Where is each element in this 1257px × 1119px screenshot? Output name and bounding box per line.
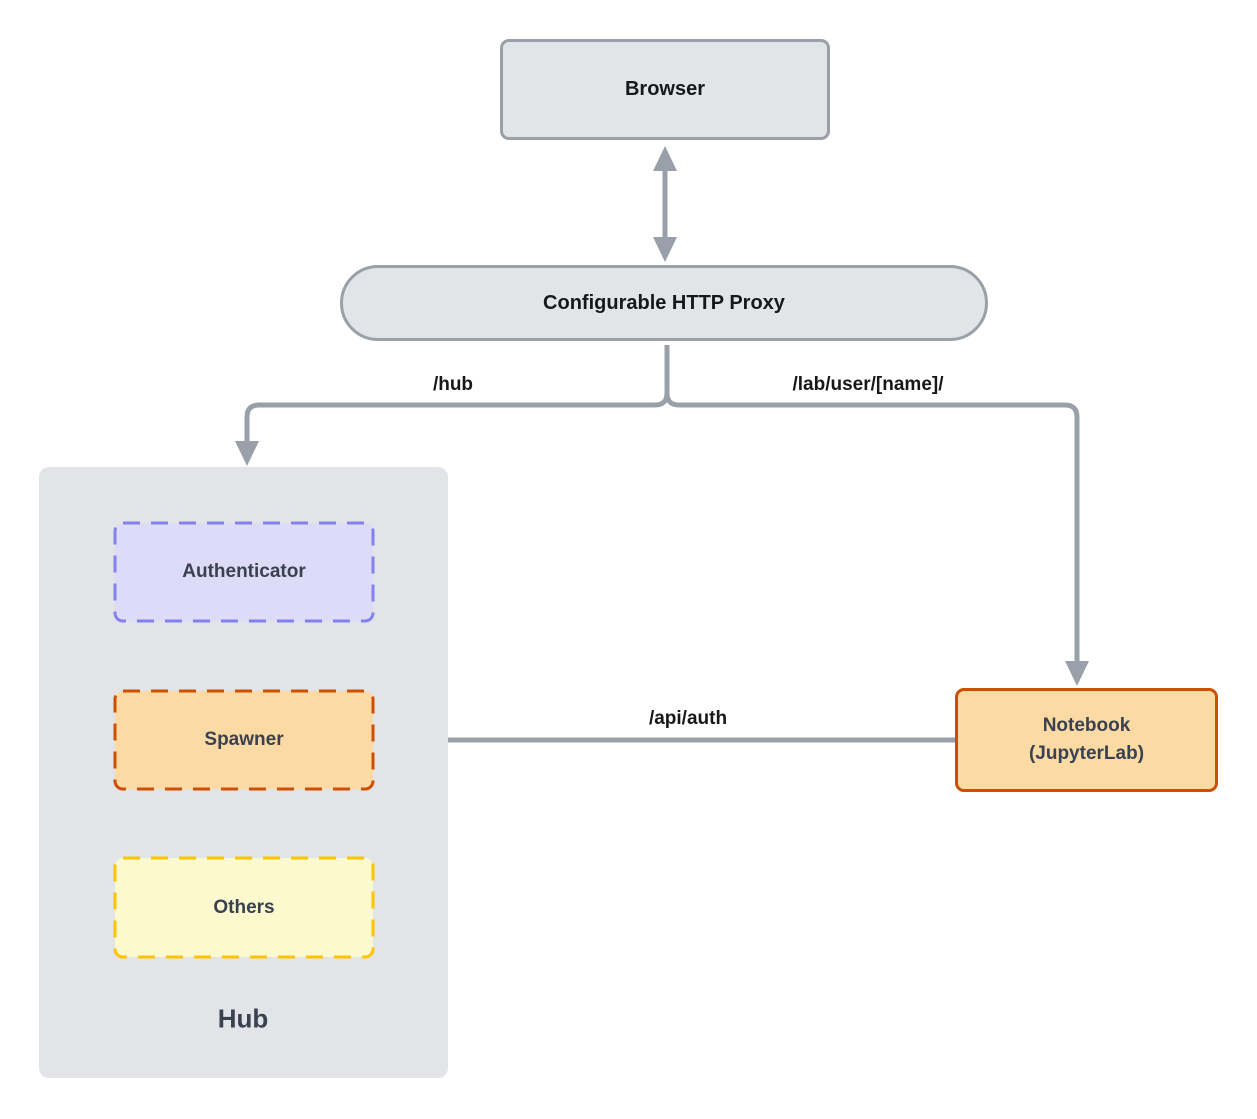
route-lab-label: /lab/user/[name]/: [792, 374, 944, 395]
proxy-node: Configurable HTTP Proxy: [340, 265, 988, 341]
route-api-auth-label: /api/auth: [648, 708, 728, 729]
arrow-down-icon: [235, 441, 259, 466]
notebook-node-label-line2: (JupyterLab): [1028, 743, 1145, 764]
spawner-node-label: Spawner: [204, 729, 284, 750]
arrow-down-icon: [1065, 661, 1089, 686]
spawner-node-border: [113, 689, 375, 791]
browser-node-label: Browser: [624, 78, 706, 100]
others-node: Others: [113, 856, 375, 959]
browser-node: Browser: [500, 39, 830, 140]
notebook-node: Notebook (JupyterLab): [955, 688, 1218, 792]
arrow-up-icon: [653, 146, 677, 171]
others-node-label: Others: [213, 896, 275, 918]
proxy-node-label: Configurable HTTP Proxy: [543, 291, 785, 314]
authenticator-node-border: [113, 521, 375, 623]
arrow-down-icon: [653, 237, 677, 262]
hub-label: Hub: [217, 1003, 269, 1034]
notebook-node-label-line1: Notebook: [1042, 715, 1131, 737]
authenticator-node-label: Authenticator: [182, 561, 306, 582]
spawner-node: Spawner: [113, 689, 375, 791]
others-node-border: [113, 856, 375, 959]
route-hub-label: /hub: [432, 374, 474, 395]
connector-proxy-notebook: [664, 345, 1080, 661]
authenticator-node: Authenticator: [113, 521, 375, 623]
